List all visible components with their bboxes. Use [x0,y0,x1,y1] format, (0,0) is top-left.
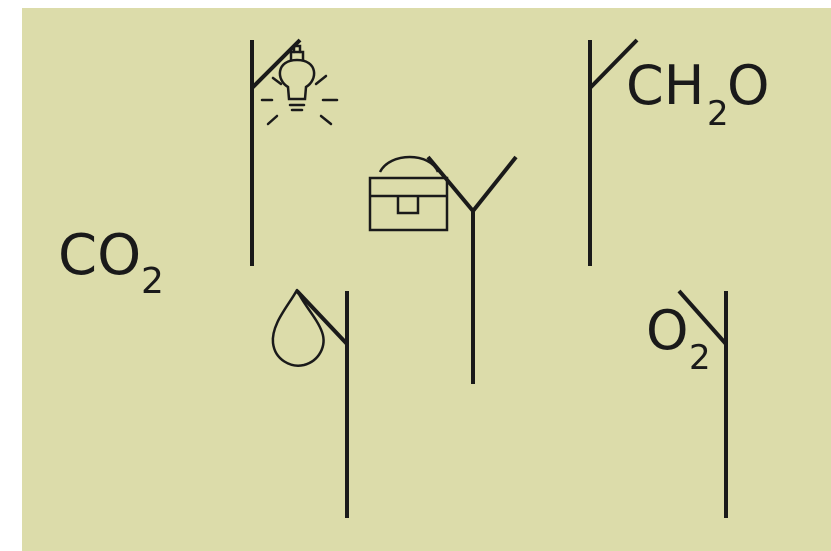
carbohydrate-output-stem [588,38,639,266]
light-input-stem [250,38,302,266]
water-drop-icon [271,288,325,367]
ch2o-o-text: O [727,54,770,117]
co2-label: CO 2 [58,223,164,302]
diagram-background [22,8,831,551]
o2-label: O 2 [646,299,711,378]
o2-main-text: O [646,299,689,362]
battery-box-icon [368,155,449,232]
light-bulb-icon [260,44,339,126]
ch2o-subscript: 2 [707,94,729,134]
ch2o-label: CH 2 O [626,54,770,134]
o2-subscript: 2 [689,338,711,378]
co2-main-text: CO [58,223,141,288]
water-input-stem [295,289,349,518]
oxygen-output-stem [677,289,728,518]
co2-subscript: 2 [141,261,164,302]
ch2o-ch-text: CH [626,54,704,117]
